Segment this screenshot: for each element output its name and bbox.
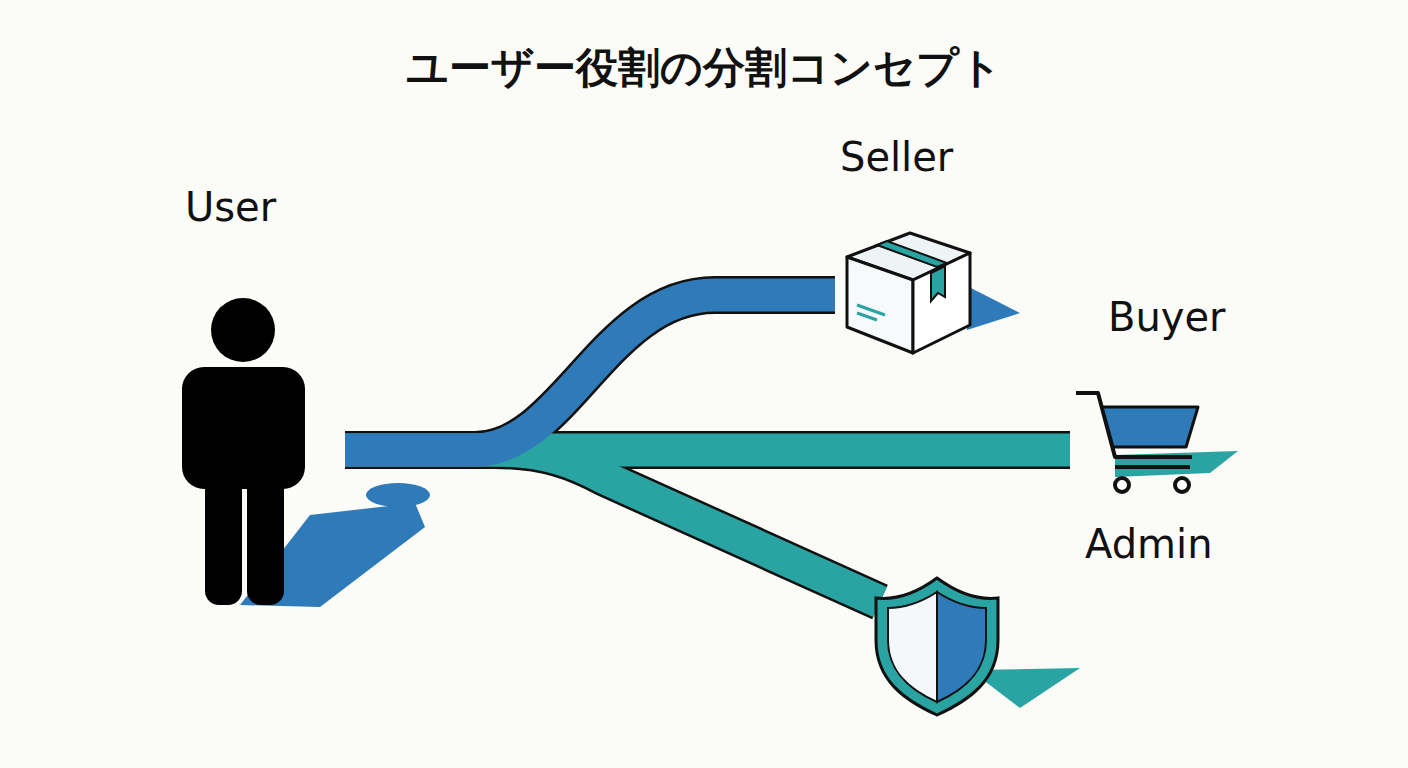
admin-node: Admin: [870, 520, 1230, 725]
band-fill: [345, 450, 880, 602]
split-band: [345, 295, 835, 450]
seller-node: Seller: [835, 135, 980, 360]
person-node: User: [170, 185, 345, 615]
person-icon: [170, 185, 345, 615]
role-label: User: [185, 185, 276, 229]
diagram-title: ユーザー役割の分割コンセプト: [0, 40, 1408, 96]
buyer-node: Buyer: [1070, 295, 1240, 500]
role-label: Buyer: [1108, 295, 1226, 339]
split-band: [345, 450, 880, 602]
role-label: Seller: [840, 135, 953, 179]
role-label: Admin: [1085, 522, 1212, 566]
band-outline: [345, 295, 835, 450]
band-outline: [345, 450, 880, 602]
band-fill: [345, 295, 835, 450]
